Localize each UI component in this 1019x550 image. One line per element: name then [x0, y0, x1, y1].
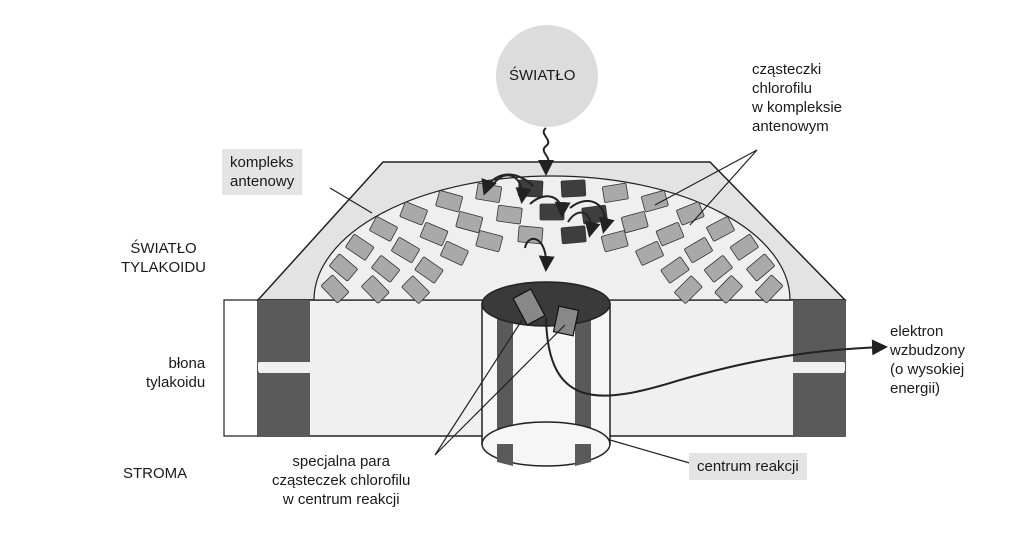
- chlorophyll-tile: [440, 241, 469, 266]
- chlorophyll-tile: [435, 190, 463, 213]
- electron-path-arrow: [545, 317, 888, 397]
- chlorophyll-tile: [391, 237, 420, 263]
- chlorophyll-tile: [704, 255, 733, 283]
- special-pair-chlorophyll-1: [512, 288, 546, 326]
- chlorophyll-tile: [684, 237, 713, 263]
- chlorophyll-tile: [414, 256, 444, 284]
- membrane-band-right-lower: [793, 373, 845, 436]
- chlorophyll-tile: [475, 230, 504, 253]
- chlorophyll-tile: [419, 222, 449, 247]
- energy-transfer-arrows: [481, 173, 615, 272]
- chlorophyll-tile: [361, 275, 390, 304]
- chlorophyll-tile: [706, 216, 735, 242]
- chlorophyll-tile: [601, 182, 629, 203]
- chlorophyll-tile: [496, 204, 523, 225]
- chlorophyll-tile: [655, 222, 685, 247]
- thylakoid-membrane-label: błona tylakoidu: [146, 355, 206, 391]
- chlorophyll-tile: [730, 234, 759, 261]
- chlorophyll-tile: [371, 255, 400, 283]
- chlorophyll-tile: [369, 216, 398, 242]
- chlorophyll-tile: [560, 225, 587, 245]
- reaction-center-label: centrum reakcji: [689, 453, 807, 480]
- reaction-center-stripe-right: [575, 304, 591, 444]
- special-pair-label: specjalna para cząsteczek chlorofilu w c…: [272, 453, 411, 508]
- chlorophyll-tile: [345, 234, 374, 261]
- chlorophyll-tile: [746, 253, 775, 282]
- chlorophyll-tile: [674, 275, 703, 304]
- thylakoid-lumen-label: ŚWIATŁO TYLAKOIDU: [121, 240, 207, 276]
- membrane-band-left-lower: [258, 373, 310, 436]
- chlorophyll-tile: [401, 275, 430, 304]
- chlorophyll-tile: [635, 241, 664, 266]
- chlorophyll-tile: [455, 211, 484, 234]
- chlorophyll-tile: [620, 211, 649, 234]
- chlorophyll-tiles: [321, 179, 783, 304]
- antenna-complex-label: kompleks antenowy: [222, 149, 303, 195]
- reaction-center-stripe-left: [497, 304, 513, 444]
- chlorophyll-tile: [755, 275, 783, 303]
- chlorophyll-tile: [660, 256, 690, 284]
- chlorophyll-tile: [399, 201, 428, 226]
- chlorophyll-tile: [714, 275, 743, 304]
- excited-electron-label: elektron wzbudzony (o wysokiej energii): [890, 323, 966, 397]
- membrane-band-left-upper: [258, 300, 310, 362]
- leader-lines: [223, 149, 758, 465]
- stroma-label: STROMA: [123, 465, 188, 482]
- chlorophyll-antenna-label: cząsteczki chlorofilu w kompleksie anten…: [752, 61, 843, 135]
- chlorophyll-tile: [321, 275, 349, 303]
- chlorophyll-tile: [329, 253, 358, 282]
- chlorophyll-tile: [560, 179, 587, 198]
- light-label: ŚWIATŁO: [509, 67, 576, 84]
- special-pair-chlorophyll-2: [552, 305, 580, 337]
- light-wave-arrow: [538, 127, 554, 176]
- light-source-circle: [496, 25, 598, 127]
- chlorophyll-tile: [641, 190, 669, 213]
